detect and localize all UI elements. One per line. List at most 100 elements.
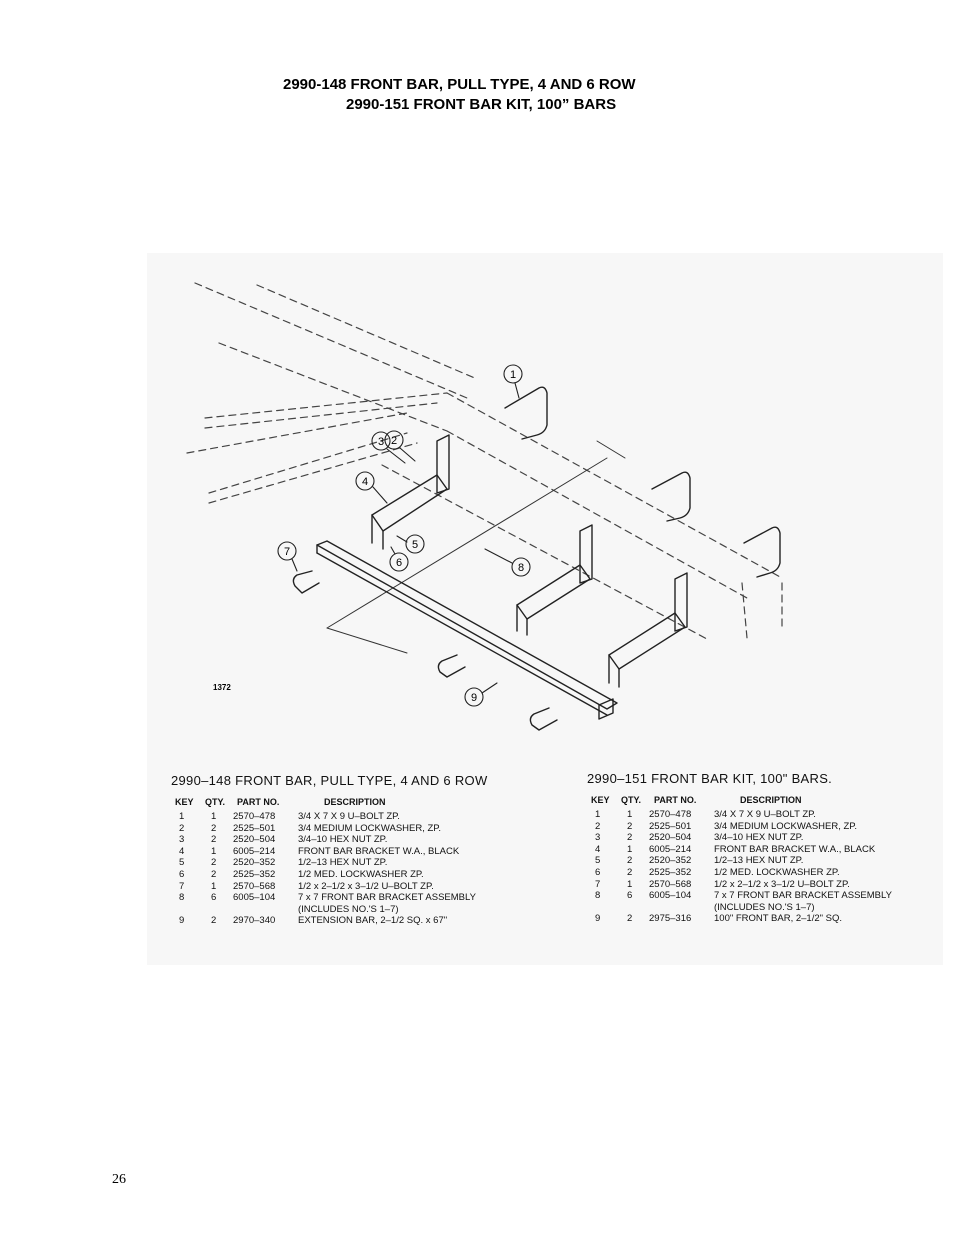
parts-table-2990-148: 2990–148 FRONT BAR, PULL TYPE, 4 AND 6 R… [171,773,531,927]
cell-desc: 100" FRONT BAR, 2–1/2" SQ. [714,913,843,925]
header-qty: QTY. [205,797,226,807]
bracket-4 [371,434,450,550]
cell-key: 7 [179,880,185,892]
ubolt-upper-right [651,471,691,522]
ubolt-far-right [743,526,781,578]
cell-qty: 1 [627,878,633,890]
header-description: DESCRIPTION [324,797,386,807]
cell-qty: 2 [211,868,217,880]
cell-desc: (INCLUDES NO.'S 1–7) [298,903,399,915]
header-part: PART NO. [237,797,280,807]
cell-desc: FRONT BAR BRACKET W.A., BLACK [714,843,876,855]
cell-key: 3 [179,834,185,846]
cell-desc: 1/2 MED. LOCKWASHER ZP. [714,866,840,878]
bracket-right [608,572,688,688]
front-bar-9 [316,540,618,720]
callout-1: 1 [510,369,516,381]
cell-part: 2970–340 [233,915,276,927]
cell-part: 2975–316 [649,913,692,925]
cell-desc: 3/4 MEDIUM LOCKWASHER, ZP. [714,820,858,832]
cell-key: 3 [595,832,601,844]
cell-qty: 2 [627,913,633,925]
cell-part: 2525–352 [649,866,692,878]
callout-labels: 1 2 3 4 5 6 7 8 9 [284,369,524,704]
ubolt-7 [292,570,320,594]
cell-part: 6005–104 [233,892,276,904]
table-row: 2 2 2525–501 3/4 MEDIUM LOCKWASHER, ZP. [171,823,531,835]
cell-qty: 2 [211,915,217,927]
cell-part: 2525–352 [233,868,276,880]
cell-key: 2 [179,822,185,834]
bracket-middle [516,524,593,636]
table-row: 7 1 2570–568 1/2 x 2–1/2 x 3–1/2 U–BOLT ZP. [587,879,927,891]
cell-key: 6 [595,866,601,878]
cell-part: 2525–501 [233,822,276,834]
cell-key: 2 [595,820,601,832]
figure-number: 1372 [213,683,231,692]
callout-8: 8 [518,562,524,574]
table-title: 2990–151 FRONT BAR KIT, 100" BARS. [587,771,833,786]
cell-part: 2570–478 [649,809,692,820]
frame-outline [186,282,783,640]
cell-qty: 2 [211,822,217,834]
callout-7: 7 [284,546,290,558]
cell-part: 6005–104 [649,890,692,902]
cell-key: 9 [179,915,185,927]
cell-part: 2570–478 [233,811,276,822]
table-header: KEY QTY. PART NO. DESCRIPTION [587,795,927,809]
cell-desc: 1/2–13 HEX NUT ZP. [714,855,804,867]
cell-desc: 7 x 7 FRONT BAR BRACKET ASSEMBLY [298,892,476,904]
cell-part: 2520–352 [649,855,692,867]
cell-qty: 2 [627,866,633,878]
table-row: 2 2 2525–501 3/4 MEDIUM LOCKWASHER, ZP. [587,821,927,833]
cell-part: 6005–214 [649,843,692,855]
cell-key: 5 [595,855,601,867]
cell-qty: 1 [627,843,633,855]
cell-part: 2570–568 [649,878,692,890]
parts-diagram: 1 2 3 4 5 6 7 8 9 1372 [186,282,783,731]
callout-4: 4 [362,476,368,488]
table-header: KEY QTY. PART NO. DESCRIPTION [171,797,531,811]
cell-key: 9 [595,913,601,925]
cell-key: 7 [595,878,601,890]
cell-desc: 1/2 x 2–1/2 x 3–1/2 U–BOLT ZP. [714,878,850,890]
drawing-panel [147,253,943,965]
cell-part: 2520–504 [233,834,276,846]
cell-part: 2525–501 [649,820,692,832]
cell-part: 2520–352 [233,857,276,869]
table-row: (INCLUDES NO.'S 1–7) [587,902,927,914]
callouts [277,364,531,707]
cell-desc: 3/4–10 HEX NUT ZP. [298,834,388,846]
callout-6: 6 [396,557,402,569]
cell-desc: 1/2 x 2–1/2 x 3–1/2 U–BOLT ZP. [298,880,434,892]
cell-key: 1 [595,809,601,820]
cell-part: 6005–214 [233,845,276,857]
cell-qty: 2 [627,855,633,867]
cell-key: 8 [595,890,601,902]
header-key: KEY [175,797,194,807]
ubolt-lower-right [529,707,558,731]
cell-qty: 2 [627,832,633,844]
cell-desc: (INCLUDES NO.'S 1–7) [714,901,815,913]
header-description: DESCRIPTION [740,795,802,805]
cell-desc: 3/4 MEDIUM LOCKWASHER, ZP. [298,822,442,834]
cell-part: 2520–504 [649,832,692,844]
cell-desc: 7 x 7 FRONT BAR BRACKET ASSEMBLY [714,890,892,902]
cell-qty: 6 [211,892,217,904]
cell-desc: 3/4 X 7 X 9 U–BOLT ZP. [714,809,816,820]
header-key: KEY [591,795,610,805]
callout-2: 2 [391,435,397,447]
ubolt-1 [504,386,548,440]
cell-qty: 2 [627,820,633,832]
cell-desc: 1/2–13 HEX NUT ZP. [298,857,388,869]
cell-desc: 3/4 X 7 X 9 U–BOLT ZP. [298,811,400,822]
cell-qty: 1 [211,811,217,822]
